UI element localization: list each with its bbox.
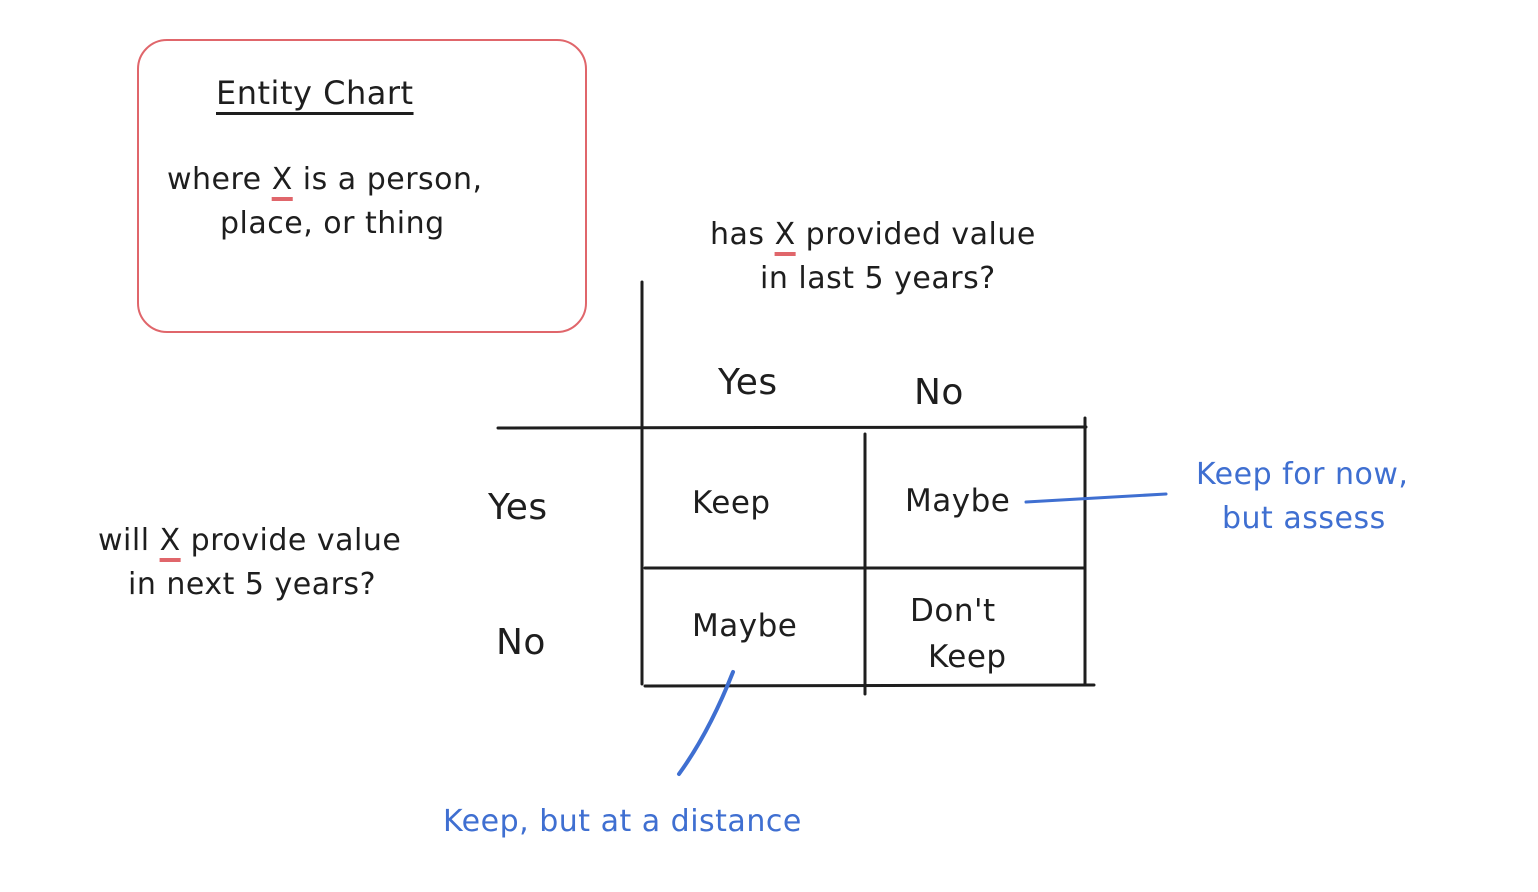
annotation-connector-right [1024, 492, 1168, 504]
row-question-line-1: will X provide value [98, 523, 402, 558]
cell-no-no-line-2: Keep [928, 639, 1007, 675]
row-question-line-2: in next 5 years? [128, 567, 376, 602]
info-box-line-2: place, or thing [220, 206, 445, 241]
grid-horizontal-top [496, 425, 1088, 430]
info-box-title: Entity Chart [216, 74, 414, 112]
cell-no-yes: Maybe [692, 608, 798, 644]
x-variable: X [271, 162, 293, 197]
row-header-no: No [496, 622, 546, 663]
cell-no-no-line-1: Don't [910, 593, 996, 629]
column-question-line-2: in last 5 years? [760, 261, 996, 296]
column-header-yes: Yes [718, 362, 778, 403]
annotation-connector-bottom [677, 670, 735, 776]
annotation-bottom: Keep, but at a distance [443, 804, 802, 839]
cell-yes-no: Maybe [905, 483, 1011, 519]
grid-horizontal-bottom [643, 683, 1096, 688]
annotation-right-line-1: Keep for now, [1196, 457, 1409, 492]
row-header-yes: Yes [488, 487, 548, 528]
info-box-line-1: where X is a person, [167, 162, 483, 197]
column-question-line-1: has X provided value [710, 217, 1036, 252]
column-header-no: No [914, 372, 964, 413]
x-variable: X [159, 523, 181, 558]
cell-yes-yes: Keep [692, 485, 771, 521]
x-variable: X [774, 217, 796, 252]
info-box [137, 39, 587, 333]
annotation-right-line-2: but assess [1222, 501, 1386, 536]
